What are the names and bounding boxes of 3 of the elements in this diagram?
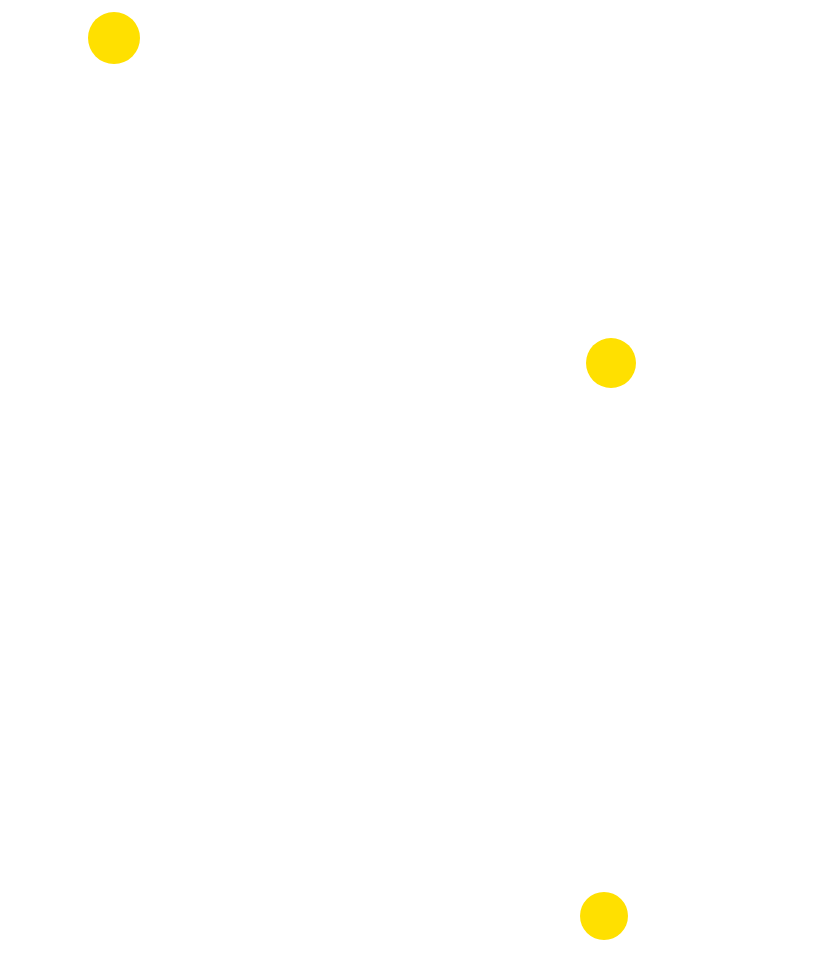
circle-marker: [585, 337, 635, 387]
circle-marker: [88, 12, 140, 64]
circle-marker: [580, 892, 628, 940]
